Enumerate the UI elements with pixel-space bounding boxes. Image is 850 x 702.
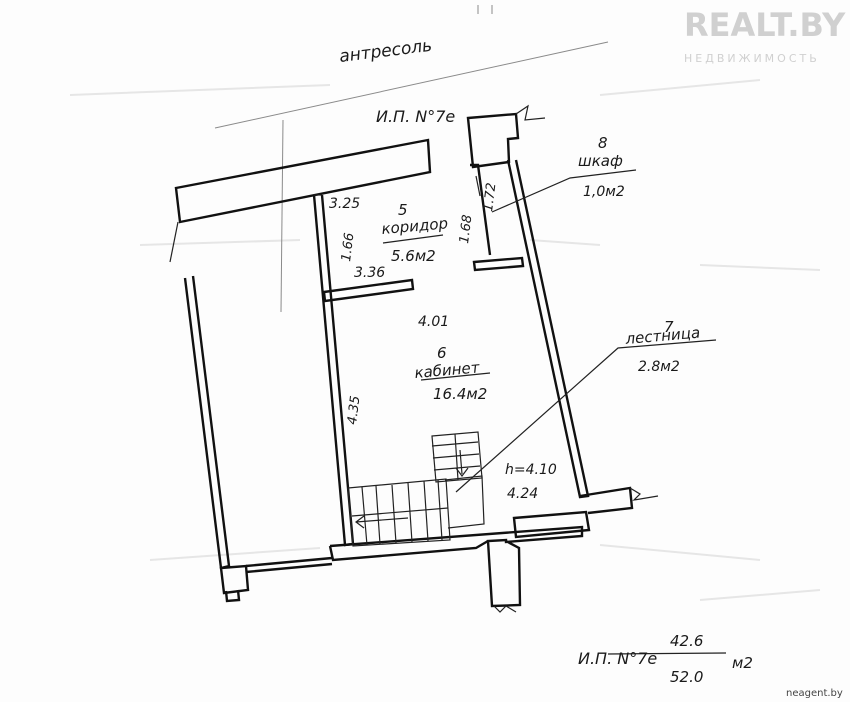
height-label: h=4.10 xyxy=(505,462,557,478)
staircase xyxy=(347,431,485,547)
dim-3-25: 3.25 xyxy=(329,196,360,212)
scan-artifacts xyxy=(69,79,821,601)
walls xyxy=(169,104,659,613)
office-number: 6 xyxy=(437,344,447,362)
dim-1-66: 1.66 xyxy=(339,232,357,263)
dim-4-01: 4.01 xyxy=(418,314,449,330)
realt-watermark: REALT.BY НЕДВИЖИМОСТЬ xyxy=(684,6,846,65)
area-unit: м2 xyxy=(732,654,753,672)
dim-4-35: 4.35 xyxy=(345,395,363,426)
ip-bottom-label: И.П. N°7е xyxy=(578,649,657,668)
watermark-tagline: НЕДВИЖИМОСТЬ xyxy=(684,52,820,65)
mezzanine-label: антресоль xyxy=(338,36,433,67)
dim-1-68: 1.68 xyxy=(457,214,475,245)
closet-wall xyxy=(470,163,492,256)
office-area: 16.4м2 xyxy=(433,385,487,403)
left-outer-wall xyxy=(183,275,231,570)
corridor-number: 5 xyxy=(398,201,408,219)
right-lower-wall xyxy=(506,159,590,499)
closet-number: 8 xyxy=(598,134,608,152)
leader-lines xyxy=(382,169,727,655)
bottom-left-wall xyxy=(245,556,333,574)
bottom-wall xyxy=(329,525,584,608)
top-right-wall xyxy=(466,112,520,169)
stairs-number: 7 xyxy=(664,318,674,336)
closet-shelf xyxy=(472,256,525,272)
area-total: 52.0 xyxy=(670,668,703,686)
stairs-area: 2.8м2 xyxy=(638,359,680,375)
corridor-name: коридор xyxy=(381,214,449,238)
dim-1-72: 1.72 xyxy=(481,182,499,213)
area-main: 42.6 xyxy=(670,632,703,650)
stairs-name: лестница xyxy=(624,324,701,349)
watermark-brand: REALT.BY xyxy=(684,6,846,44)
office-name: кабинет xyxy=(414,358,482,382)
site-footer: neagent.by xyxy=(786,688,843,699)
corridor-partition xyxy=(322,278,415,303)
corridor-area: 5.6м2 xyxy=(391,247,436,265)
dim-3-36: 3.36 xyxy=(354,265,385,281)
ip-top-label: И.П. N°7е xyxy=(376,107,455,126)
mezzanine-lines xyxy=(214,5,609,313)
dim-4-24: 4.24 xyxy=(507,486,538,502)
closet-area: 1,0м2 xyxy=(583,184,625,200)
top-wall-block xyxy=(174,138,432,224)
closet-name: шкаф xyxy=(578,152,623,170)
plan-labels: антресоль И.П. N°7е 3.25 5 коридор 5.6м2… xyxy=(329,36,753,686)
bottom-left-corner xyxy=(219,564,250,595)
